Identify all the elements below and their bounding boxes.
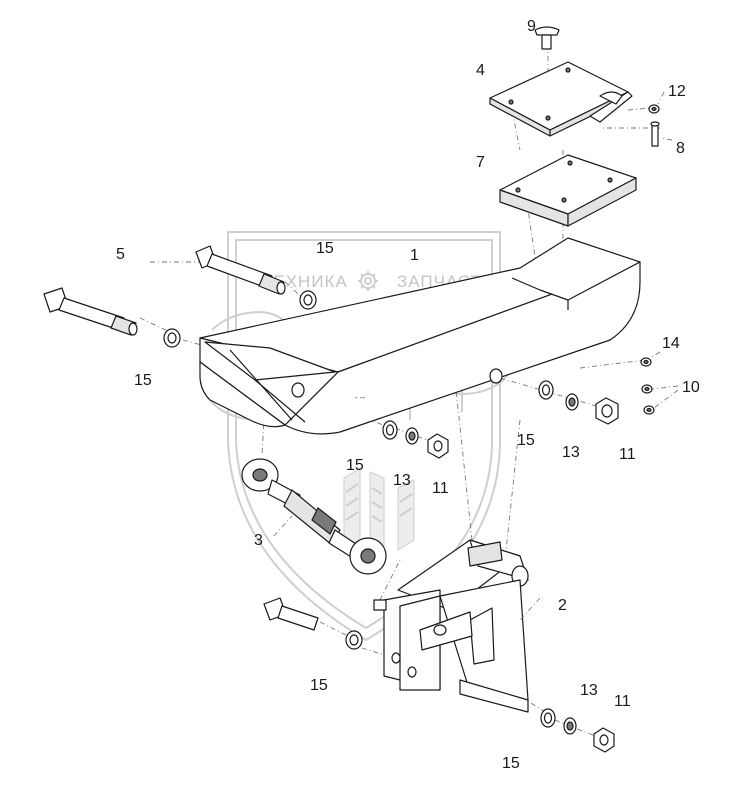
watermark-shield-outline xyxy=(227,231,501,642)
label-part-11-a: 11 xyxy=(619,446,636,463)
gear-icon xyxy=(358,271,378,291)
nut-part-10-a xyxy=(641,384,653,394)
label-part-15-f: 15 xyxy=(502,755,520,772)
label-part-1: 1 xyxy=(410,247,419,264)
washer-part-15-a xyxy=(299,290,317,310)
label-part-15-d: 15 xyxy=(346,457,364,474)
nut-part-11-c xyxy=(593,727,615,753)
bracket-part-2 xyxy=(373,539,529,713)
label-part-12: 12 xyxy=(668,83,686,100)
label-part-7: 7 xyxy=(476,154,485,171)
label-part-10: 10 xyxy=(682,379,700,396)
label-part-11-b: 11 xyxy=(432,480,449,497)
label-part-5: 5 xyxy=(116,246,125,263)
bolt-part-5-upper xyxy=(195,245,286,295)
label-part-9: 9 xyxy=(527,18,536,35)
lock-washer-part-13-b xyxy=(405,427,419,445)
nut-part-10-b xyxy=(643,405,655,415)
label-part-11-c: 11 xyxy=(614,693,631,710)
leader-lines xyxy=(273,91,679,621)
bolt-part-5-lower xyxy=(43,287,138,336)
watermark-wheat xyxy=(343,467,415,551)
nut-part-11-a xyxy=(595,397,619,425)
washer-part-15-f xyxy=(540,708,556,728)
bolt-lower xyxy=(263,597,319,631)
label-part-4: 4 xyxy=(476,62,485,79)
bolt-part-8 xyxy=(650,121,660,147)
washer-part-15-b xyxy=(163,328,181,348)
washer-part-15-e xyxy=(345,630,363,650)
label-part-8: 8 xyxy=(676,140,685,157)
nut-part-11-b xyxy=(427,433,449,459)
label-part-15-c: 15 xyxy=(517,432,535,449)
label-part-2: 2 xyxy=(558,597,567,614)
washer-part-15-d xyxy=(382,420,398,440)
part-labels: 9 4 12 8 7 15 1 5 15 14 10 15 13 11 15 1… xyxy=(116,18,700,772)
watermark-shield-inner xyxy=(235,239,493,630)
label-part-13-c: 13 xyxy=(580,682,598,699)
nut-part-14 xyxy=(640,357,652,367)
label-part-13-b: 13 xyxy=(393,472,411,489)
label-part-15-b: 15 xyxy=(134,372,152,389)
label-part-14: 14 xyxy=(662,335,680,352)
rod-part-3 xyxy=(241,458,387,575)
plate-part-7 xyxy=(499,154,637,227)
beam-part-1: - -- xyxy=(199,237,641,435)
svg-text:- --: - -- xyxy=(355,393,366,402)
plate-part-4 xyxy=(489,61,633,137)
nut-part-12 xyxy=(648,104,660,114)
lock-washer-part-13-a xyxy=(565,393,579,411)
label-part-3: 3 xyxy=(254,532,263,549)
lock-washer-part-13-c xyxy=(563,717,577,735)
washer-part-15-c xyxy=(538,380,554,400)
bolt-part-9 xyxy=(534,26,560,50)
label-part-13-a: 13 xyxy=(562,444,580,461)
label-part-15-a: 15 xyxy=(316,240,334,257)
label-part-15-e: 15 xyxy=(310,677,328,694)
